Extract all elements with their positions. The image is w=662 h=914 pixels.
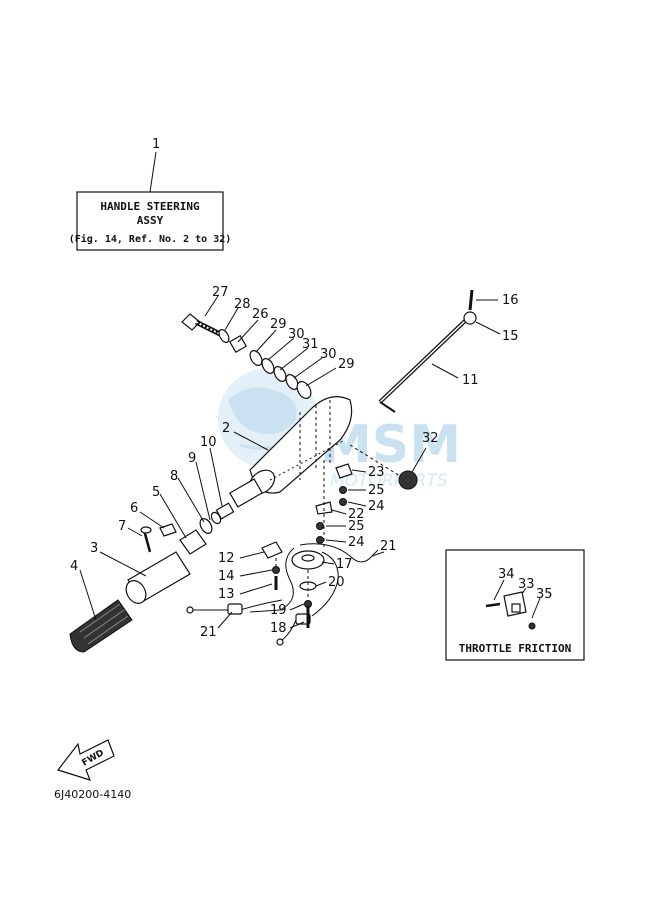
steering-handle-bracket (229, 396, 353, 508)
callout-29b: 29 (338, 357, 355, 372)
callout-1: 1 (152, 137, 160, 152)
callout-21b: 21 (200, 625, 217, 640)
callout-numbers: 27 28 26 29 30 31 30 29 16 15 11 2 10 9 … (70, 285, 519, 640)
callout-29: 29 (270, 317, 287, 332)
throttle-friction-label: THROTTLE FRICTION (459, 642, 572, 655)
box-line-1: HANDLE STEERING (100, 200, 200, 213)
callout-6: 6 (130, 501, 138, 516)
callout-7: 7 (118, 519, 126, 534)
callout-25b: 25 (348, 519, 365, 534)
callout-24b: 24 (348, 535, 365, 550)
diagram-code: 6J40200-4140 (54, 788, 131, 801)
throttle-grip-assembly (69, 502, 235, 653)
callout-21: 21 (380, 539, 397, 554)
callout-9: 9 (188, 451, 196, 466)
box-line-3: (Fig. 14, Ref. No. 2 to 32) (69, 233, 232, 245)
box-line-2: ASSY (137, 214, 164, 227)
callout-27: 27 (212, 285, 229, 300)
callout-17: 17 (336, 557, 353, 572)
callout-18: 18 (270, 621, 287, 636)
pivot-bolt-stack (181, 313, 312, 399)
callout-24: 24 (368, 499, 385, 514)
callout-4: 4 (70, 559, 78, 574)
lower-bracket-hardware (261, 541, 317, 628)
callout-25: 25 (368, 483, 385, 498)
callout-12: 12 (218, 551, 235, 566)
callout-8: 8 (170, 469, 178, 484)
callout-22: 22 (348, 507, 365, 522)
callout-35: 35 (536, 587, 553, 602)
callout-10: 10 (200, 435, 217, 450)
callout-14: 14 (218, 569, 235, 584)
callout-30: 30 (288, 327, 305, 342)
callout-30b: 30 (320, 347, 337, 362)
callout-33: 33 (518, 577, 535, 592)
fwd-arrow: FWD (56, 739, 115, 781)
callout-20: 20 (328, 575, 345, 590)
callout-28: 28 (234, 297, 251, 312)
throttle-rod (378, 289, 477, 413)
callout-34: 34 (498, 567, 515, 582)
leader-lines (79, 295, 501, 629)
throttle-friction-box: 34 33 35 THROTTLE FRICTION (445, 549, 585, 661)
callout-11: 11 (462, 373, 479, 388)
friction-hardware (315, 460, 353, 548)
callout-5: 5 (152, 485, 160, 500)
callout-32: 32 (422, 431, 439, 446)
callout-23: 23 (368, 465, 385, 480)
callout-26: 26 (252, 307, 269, 322)
handle-steering-assy-box: 1 HANDLE STEERING ASSY (Fig. 14, Ref. No… (69, 137, 232, 251)
callout-16: 16 (502, 293, 519, 308)
watermark-sub: MOTORPARTS (330, 471, 448, 491)
callout-31: 31 (302, 337, 319, 352)
callout-15: 15 (502, 329, 519, 344)
callout-2: 2 (222, 421, 230, 436)
knob-32 (349, 444, 418, 490)
callout-19: 19 (270, 603, 287, 618)
callout-13: 13 (218, 587, 235, 602)
callout-3: 3 (90, 541, 98, 556)
